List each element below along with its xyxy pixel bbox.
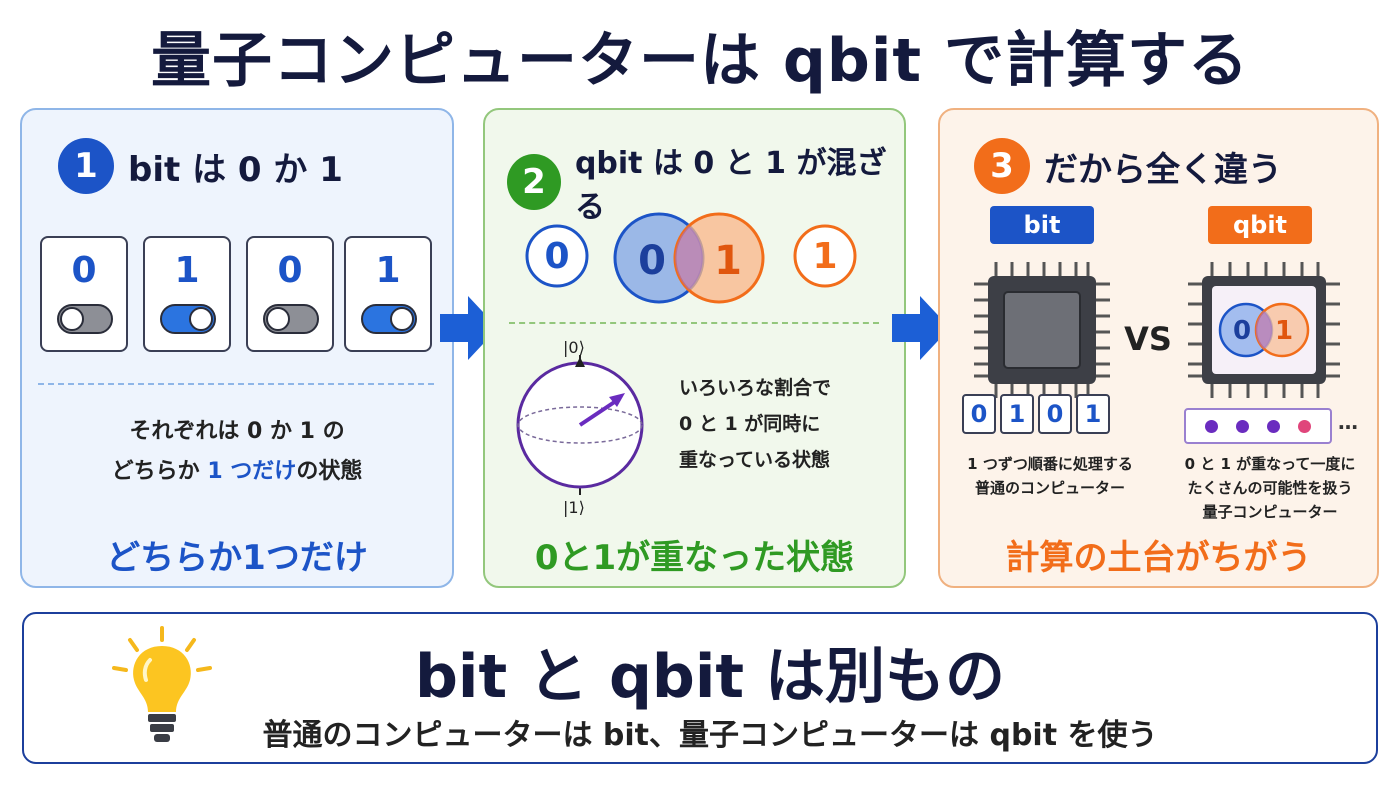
page-title: 量子コンピューターは qbit で計算する bbox=[151, 26, 1249, 96]
panel-bit-header: 1 bit は 0 か 1 bbox=[58, 138, 343, 194]
ket-one-label: |1⟩ bbox=[563, 498, 585, 517]
bit-value: 0 bbox=[71, 250, 97, 291]
panel-qbit-description: いろいろな割合で 0 と 1 が同時に 重なっている状態 bbox=[679, 370, 889, 478]
desc-line-1: いろいろな割合で bbox=[679, 377, 832, 399]
panel-bit: 1 bit は 0 か 1 0 1 0 1 それぞれは 0 か 1 の どちらか… bbox=[20, 108, 454, 588]
qbit-desc-line-2: たくさんの可能性を扱う bbox=[1187, 479, 1353, 497]
step-number-3: 3 bbox=[974, 138, 1030, 194]
panel-comparison: 3 だから全く違う bit qbit VS 0 1 0 1 0 bbox=[938, 108, 1379, 588]
chip-zero-label: 0 bbox=[1232, 316, 1252, 346]
ket-zero-label: |0⟩ bbox=[563, 338, 585, 357]
step-number-2: 2 bbox=[507, 154, 561, 210]
bit-card: 1 bbox=[143, 236, 231, 352]
qbit-desc-line-1: 0 と 1 が重なって一度に bbox=[1184, 455, 1356, 473]
panel-bit-heading: bit は 0 か 1 bbox=[128, 149, 343, 190]
bit-cell: 0 bbox=[1038, 394, 1072, 434]
ellipsis: … bbox=[1338, 410, 1358, 434]
qbit-state-dots bbox=[1184, 408, 1332, 444]
qbit-description: 0 と 1 が重なって一度に たくさんの可能性を扱う 量子コンピューター bbox=[1160, 452, 1380, 524]
bit-cell: 1 bbox=[1000, 394, 1034, 434]
circle-zero-label: 0 bbox=[544, 236, 570, 277]
bit-desc-line-2: 普通のコンピューター bbox=[974, 479, 1125, 497]
panel-bit-caption: それぞれは 0 か 1 の どちらか 1 つだけの状態 bbox=[22, 412, 452, 492]
versus-label: VS bbox=[1124, 320, 1172, 358]
bit-cell: 0 bbox=[962, 394, 996, 434]
overlap-zero-label: 0 bbox=[638, 238, 666, 284]
toggle-switch-on bbox=[361, 304, 417, 334]
lightbulb-icon bbox=[112, 626, 212, 742]
bit-description: 1 つずつ順番に処理する 普通のコンピューター bbox=[940, 452, 1160, 500]
summary-sub: 普通のコンピューターは bit、量子コンピューターは qbit を使う bbox=[262, 718, 1158, 753]
panel-comparison-header: 3 だから全く違う bbox=[974, 138, 1282, 194]
cpu-chip-icon bbox=[974, 262, 1110, 398]
panel-qbit-heading: qbit は 0 と 1 が混ざる bbox=[574, 146, 887, 225]
quantum-chip-icon bbox=[1188, 262, 1340, 398]
bit-cell: 1 bbox=[1076, 394, 1110, 434]
chip-one-label: 1 bbox=[1274, 316, 1294, 346]
bit-card: 0 bbox=[40, 236, 128, 352]
qbit-desc-line-3: 量子コンピューター bbox=[1202, 503, 1338, 521]
panel-comparison-footer: 計算の土台がちがう bbox=[1005, 538, 1312, 578]
divider bbox=[38, 383, 434, 385]
qbit-dot bbox=[1236, 419, 1249, 433]
bit-card: 1 bbox=[344, 236, 432, 352]
bit-card: 0 bbox=[246, 236, 334, 352]
toggle-switch-off bbox=[263, 304, 319, 334]
summary-main: bit と qbit は別もの bbox=[414, 642, 1005, 712]
bit-value: 1 bbox=[174, 250, 200, 291]
desc-line-3: 重なっている状態 bbox=[679, 449, 831, 471]
panel-qbit: 2 qbit は 0 と 1 が混ざる 0 0 1 1 |0⟩ |1⟩ いろいろ… bbox=[483, 108, 906, 588]
qbit-label: qbit bbox=[1208, 206, 1312, 244]
toggle-switch-on bbox=[160, 304, 216, 334]
step-number-1: 1 bbox=[58, 138, 114, 194]
overlap-one-label: 1 bbox=[714, 238, 742, 284]
bit-desc-line-1: 1 つずつ順番に処理する bbox=[967, 455, 1133, 473]
caption-line-1: それぞれは 0 か 1 の bbox=[129, 419, 345, 444]
caption-line-2: どちらか 1 つだけの状態 bbox=[111, 459, 363, 484]
divider bbox=[509, 322, 879, 324]
panel-comparison-heading: だから全く違う bbox=[1044, 149, 1282, 190]
summary-box: bit と qbit は別もの 普通のコンピューターは bit、量子コンピュータ… bbox=[22, 612, 1378, 764]
superposition-circles bbox=[525, 212, 857, 304]
qbit-dot bbox=[1267, 419, 1280, 433]
desc-line-2: 0 と 1 が同時に bbox=[679, 413, 821, 435]
arrow-right-icon bbox=[440, 296, 498, 360]
bit-sequence: 0 1 0 1 bbox=[962, 394, 1110, 434]
circle-one-label: 1 bbox=[812, 236, 838, 277]
toggle-switch-off bbox=[57, 304, 113, 334]
bit-value: 0 bbox=[277, 250, 303, 291]
bloch-sphere-icon bbox=[516, 355, 644, 495]
panel-qbit-header: 2 qbit は 0 と 1 が混ざる bbox=[507, 138, 904, 226]
bit-label: bit bbox=[990, 206, 1094, 244]
bit-value: 1 bbox=[375, 250, 401, 291]
panel-bit-footer: どちらか1つだけ bbox=[106, 538, 368, 578]
arrow-right-icon bbox=[892, 296, 950, 360]
panel-qbit-footer: 0と1が重なった状態 bbox=[534, 538, 855, 578]
qbit-dot bbox=[1298, 419, 1311, 433]
qbit-dot bbox=[1205, 419, 1218, 433]
